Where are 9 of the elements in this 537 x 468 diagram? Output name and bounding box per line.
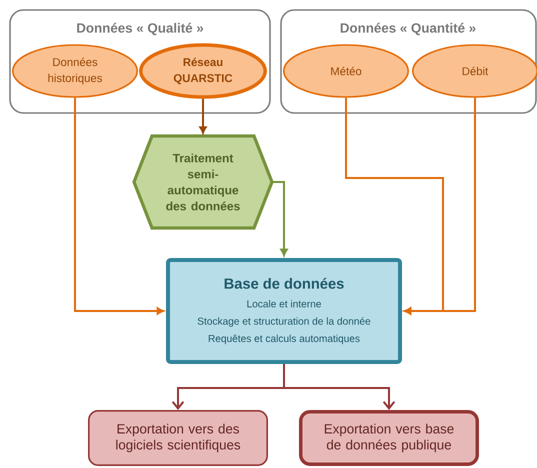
- arrow: [272, 181, 288, 256]
- process-hexagon: Traitement semi-automatique des données: [132, 134, 274, 230]
- arrow: [74, 98, 164, 315]
- export-box: Exportation vers des logiciels scientifiques: [88, 410, 268, 466]
- arrow: [404, 98, 476, 315]
- arrow: [199, 98, 207, 134]
- export-box: Exportation vers base de données publique: [299, 410, 479, 466]
- arrow: [283, 364, 396, 410]
- database-box: Base de données Locale et interne Stockage et structuration de la donnée Requêtes et calculs automatiques: [166, 258, 402, 364]
